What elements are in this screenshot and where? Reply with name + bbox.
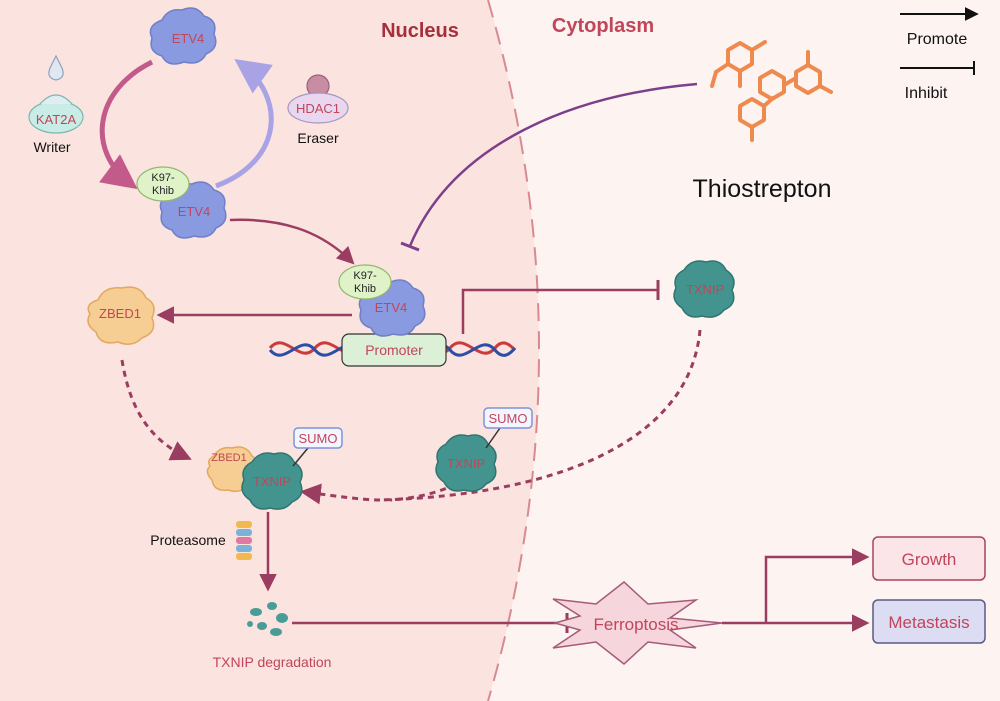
- etv4-top-shape: [149, 7, 217, 65]
- writer-label: Writer: [33, 139, 70, 155]
- zbed1-label: ZBED1: [99, 306, 141, 321]
- etv4-mid: ETV4 K97- Khib: [136, 166, 227, 239]
- thiostrepton-inhibit-line: [408, 82, 698, 247]
- zbed1: ZBED1: [87, 286, 155, 345]
- hdac1-label: HDAC1: [296, 101, 340, 116]
- txnip-complex-label: TXNIP: [253, 474, 291, 489]
- growth-box: [872, 536, 986, 581]
- etv4-top-label: ETV4: [172, 31, 205, 46]
- txnip-sumo: TXNIP SUMO: [435, 407, 533, 492]
- thiostrepton-label: Thiostrepton: [693, 175, 832, 203]
- sumo-a-label: SUMO: [299, 431, 338, 446]
- sumo-b-box: [483, 407, 533, 429]
- dna-helix: Promoter: [268, 333, 517, 367]
- txnip-cyto-shape: [673, 260, 735, 318]
- khib-mid-badge: [136, 166, 190, 202]
- metastasis-box: [872, 599, 986, 644]
- hdac1-eraser: HDAC1 Eraser: [287, 74, 349, 146]
- degradation-label: TXNIP degradation: [213, 654, 332, 670]
- etv4-top: ETV4: [149, 7, 217, 65]
- nucleus-title: Nucleus: [381, 20, 459, 42]
- txnip-complex-shape: [241, 452, 303, 510]
- ferroptosis-node: Ferroptosis: [552, 581, 723, 665]
- ferroptosis-label: Ferroptosis: [593, 615, 678, 634]
- thiostrepton-molecule-icon: [710, 40, 833, 142]
- txnip-to-complex-dotted: [379, 329, 702, 502]
- etv4-dna: ETV4 K97- Khib: [338, 264, 426, 337]
- ferroptosis-star: [552, 581, 723, 665]
- txnip-sumo-shape: [435, 434, 497, 492]
- txnip-cyto-label: TXNIP: [686, 282, 724, 297]
- txnip-sumo-label: TXNIP: [447, 456, 485, 471]
- etv4-dna-label: ETV4: [375, 300, 408, 315]
- legend-inhibit-label: Inhibit: [905, 85, 948, 102]
- writer-cycle-arrow: [99, 59, 154, 190]
- etv4-inhibit-txnip-line: [461, 288, 657, 334]
- promoter-label: Promoter: [365, 342, 423, 358]
- drop-icon: [48, 54, 64, 81]
- growth-label: Growth: [902, 550, 957, 569]
- thiostrepton-inhibit-bar: [400, 241, 420, 252]
- legend: Promote Inhibit: [900, 7, 979, 102]
- cytoplasm-title: Cytoplasm: [552, 15, 654, 37]
- eraser-label: Eraser: [297, 130, 339, 146]
- metastasis-label: Metastasis: [888, 613, 969, 632]
- khib-dna-badge: [338, 264, 392, 300]
- zbed1-txnip-complex: ZBED1 TXNIP SUMO: [206, 427, 343, 510]
- kat2a-writer: KAT2A Writer: [28, 54, 84, 155]
- etv4-to-promoter-arrow: [229, 218, 355, 265]
- zbed1-complex-label: ZBED1: [211, 452, 246, 464]
- etv4-mid-label: ETV4: [178, 204, 211, 219]
- eraser-cycle-arrow: [215, 58, 274, 189]
- zbed1-to-complex-arrow: [120, 359, 192, 461]
- txnip-to-complex-arrow: [299, 483, 381, 505]
- zbed1-shape: [87, 286, 155, 345]
- proteasome-icon: [236, 521, 252, 560]
- khib-mid-line1: K97-: [151, 172, 175, 184]
- txnip-fragments-icon: [247, 602, 288, 636]
- sumo-b-label: SUMO: [489, 411, 528, 426]
- hdac1-shape: [287, 92, 349, 124]
- kat2a-label: KAT2A: [36, 112, 77, 127]
- khib-dna-line1: K97-: [353, 270, 377, 282]
- khib-dna-line2: Khib: [354, 283, 376, 295]
- proteasome-label: Proteasome: [150, 532, 226, 548]
- ferroptosis-to-growth-arrow: [764, 548, 870, 623]
- sumo-a-box: [293, 427, 343, 449]
- khib-mid-line2: Khib: [152, 185, 174, 197]
- txnip-cyto: TXNIP: [673, 260, 735, 318]
- legend-promote-label: Promote: [907, 31, 968, 48]
